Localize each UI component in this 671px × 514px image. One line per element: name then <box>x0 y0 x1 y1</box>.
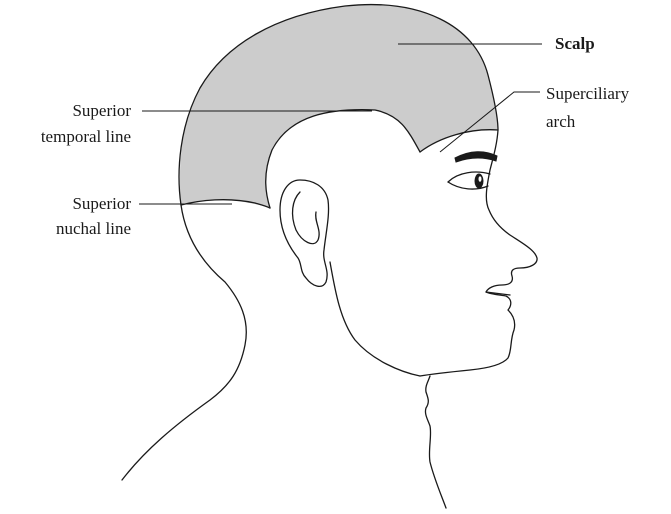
superciliary-arch-label-line2: arch <box>546 112 576 131</box>
face-profile <box>420 130 537 376</box>
superior-temporal-line-label-line1: Superior <box>72 101 131 120</box>
ear-inner-fold <box>293 192 320 244</box>
scalp-region <box>180 5 498 208</box>
superciliary-arch-label-line1: Superciliary <box>546 84 630 103</box>
eyebrow <box>455 152 497 162</box>
ear <box>280 180 329 286</box>
jaw-line <box>330 262 420 376</box>
eye-upper-lid <box>448 172 490 182</box>
eye-highlight <box>479 176 482 182</box>
superior-nuchal-line-label-line2: nuchal line <box>56 219 131 238</box>
superior-temporal-line-label-line2: temporal line <box>41 127 131 146</box>
scalp-label: Scalp <box>555 34 595 53</box>
throat-outline <box>425 376 446 508</box>
superior-nuchal-line-label-line1: Superior <box>72 194 131 213</box>
